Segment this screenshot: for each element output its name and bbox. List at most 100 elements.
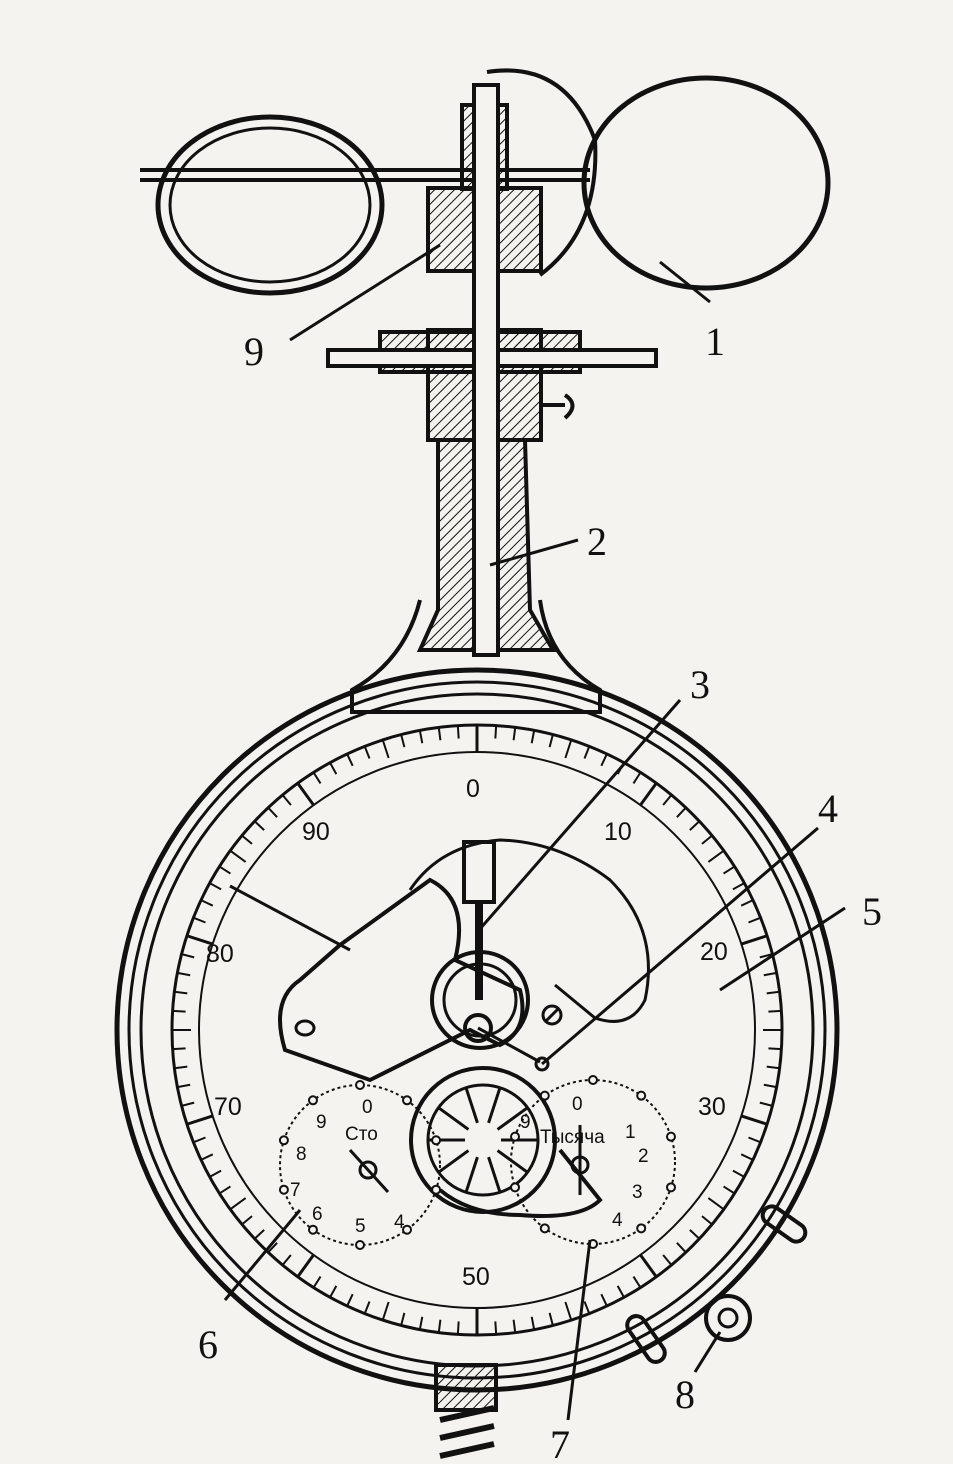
scale-tick <box>600 753 608 767</box>
scale-tick <box>748 916 761 924</box>
scale-tick <box>437 1319 442 1333</box>
scale-tick <box>583 1301 591 1314</box>
scale-label-90: 90 <box>302 818 330 846</box>
hub-assembly <box>326 83 658 714</box>
set-screw <box>540 393 575 420</box>
pointer-arm <box>477 1026 541 1064</box>
scale-tick <box>740 934 768 946</box>
scale-tick <box>676 806 687 818</box>
hundreds-digit-6: 6 <box>312 1204 323 1225</box>
callout-2: 2 <box>587 519 607 564</box>
scale-tick <box>346 753 354 767</box>
scale-tick <box>662 1254 673 1266</box>
leader-6 <box>223 1209 302 1301</box>
scale-tick <box>766 1065 780 1070</box>
scale-tick <box>689 1229 701 1240</box>
lever-knob <box>704 1294 752 1342</box>
scale-tick <box>512 727 517 741</box>
scale-tick <box>218 865 231 875</box>
dial-dot <box>510 1131 521 1142</box>
scale-tick <box>381 1301 390 1321</box>
scale-tick <box>218 1185 231 1195</box>
mechanism-cover <box>408 838 650 1023</box>
thousands-digit-3: 3 <box>632 1182 643 1203</box>
side-pin-upper <box>760 1204 808 1244</box>
scale-tick <box>181 953 195 959</box>
dial-housing <box>114 667 840 1459</box>
counter-bracket <box>438 1148 603 1218</box>
scale-tick <box>766 990 780 995</box>
scale-tick <box>548 734 554 748</box>
scale-tick <box>530 730 536 744</box>
scale-tick <box>418 1316 424 1330</box>
scale-tick <box>281 1254 292 1266</box>
thousands-digit-2: 2 <box>638 1146 649 1167</box>
scale-tick <box>530 1316 536 1330</box>
scale-tick <box>267 1242 278 1254</box>
scale-tick <box>600 1293 608 1307</box>
drive-shaft-top <box>462 840 496 904</box>
scale-tick <box>437 727 442 741</box>
dial-dot <box>278 1135 289 1146</box>
counter-wheel-spoke <box>487 1087 502 1124</box>
scale-tick <box>418 730 424 744</box>
scale-tick <box>564 1301 573 1321</box>
scale-tick <box>639 1254 658 1278</box>
side-pin-lower <box>625 1314 667 1364</box>
dial-dot <box>355 1080 365 1090</box>
scale-label-30: 30 <box>698 1093 726 1121</box>
counter-wheel-spokes <box>428 1087 538 1193</box>
counter-wheel-spoke <box>496 1149 529 1174</box>
scale-tick <box>172 1047 186 1051</box>
scale-tick <box>512 1319 517 1333</box>
back-cup <box>486 68 598 277</box>
hundreds-digit-9: 9 <box>316 1112 327 1133</box>
scale-tick <box>768 1047 782 1051</box>
hundreds-dial-hand <box>348 1148 390 1194</box>
thousands-dial-word: Тысяча <box>540 1127 605 1148</box>
counter-wheel-spoke <box>464 1087 479 1124</box>
callout-3: 3 <box>690 662 710 707</box>
scale-label-80: 80 <box>206 940 234 968</box>
scale-tick <box>662 794 673 806</box>
pointer-tip <box>534 1056 550 1072</box>
scale-tick <box>723 1185 736 1195</box>
leader-1 <box>659 260 711 304</box>
leader-4 <box>541 826 819 1066</box>
scale-tick <box>732 882 745 891</box>
callout-8: 8 <box>675 1372 695 1417</box>
counter-wheel-spoke <box>437 1149 470 1174</box>
dial-dot <box>278 1184 289 1195</box>
thousands-digit-0: 0 <box>572 1094 583 1115</box>
scale-tick <box>723 865 736 875</box>
hundreds-digit-4: 4 <box>394 1212 405 1233</box>
main-dial-scale: 0 10 20 30 50 70 80 90 <box>206 775 728 1291</box>
scale-tick <box>363 1301 371 1314</box>
scale-tick <box>329 762 338 775</box>
dial-dot <box>307 1224 318 1235</box>
callout-4: 4 <box>818 786 838 831</box>
lever-knob-hole <box>717 1307 739 1329</box>
scale-tick <box>186 934 214 946</box>
hundreds-digit-5: 5 <box>355 1216 366 1237</box>
body-neck <box>350 599 602 714</box>
scale-tick <box>172 1009 186 1013</box>
dial-dot <box>636 1090 647 1101</box>
dial-dot <box>665 1131 676 1142</box>
scale-tick <box>346 1293 354 1307</box>
dial-dot <box>665 1182 676 1193</box>
scale-tick <box>174 990 188 995</box>
counter-wheel-spoke <box>464 1156 479 1193</box>
scale-tick <box>689 820 701 831</box>
scale-tick <box>186 1114 214 1126</box>
scale-tick <box>494 725 498 739</box>
scale-tick <box>400 734 406 748</box>
scale-tick <box>229 849 247 863</box>
hundreds-dial: Сто 0 4 5 6 7 8 9 <box>278 1080 442 1250</box>
hundreds-digit-8: 8 <box>296 1144 307 1165</box>
scale-tick <box>701 1215 713 1226</box>
left-cup <box>155 114 385 296</box>
scale-tick <box>174 1065 188 1070</box>
scale-tick <box>494 1321 498 1335</box>
scale-tick <box>639 782 658 806</box>
